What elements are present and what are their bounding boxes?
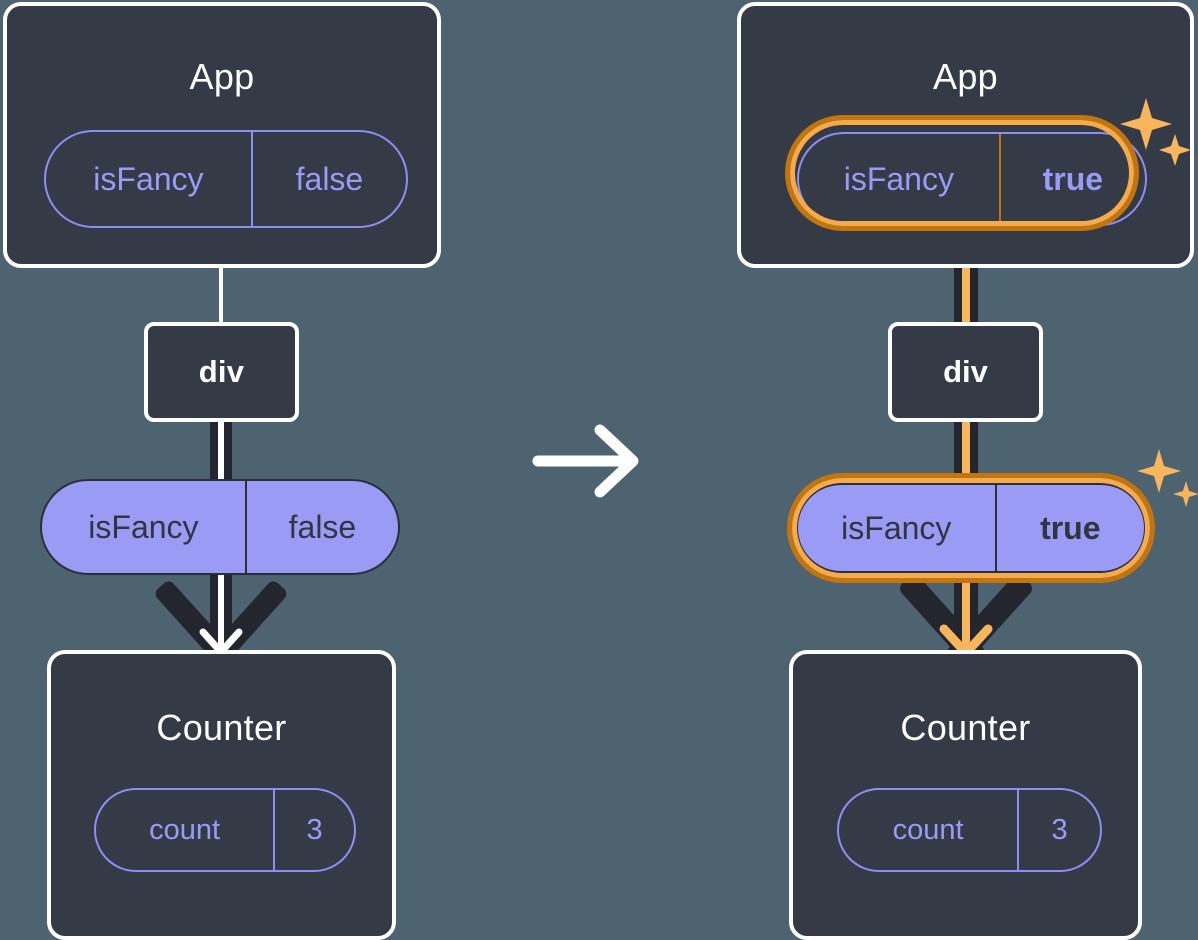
pill-divider: [244, 481, 247, 573]
connector-div-to-prop-core-before: [218, 418, 224, 484]
app-state-value-after: true: [1042, 160, 1104, 197]
app-title-after: App: [933, 56, 998, 97]
counter-title-after: Counter: [900, 707, 1031, 748]
counter-state-key-after: count: [892, 813, 964, 846]
div-element-box-before: div: [144, 322, 299, 422]
app-component-box-before: App isFancy false: [3, 2, 441, 268]
prop-value-before: false: [288, 508, 357, 545]
counter-title-before: Counter: [156, 707, 287, 748]
counter-state-pill-after: count 3: [837, 788, 1102, 872]
arrow-right-icon: [532, 424, 639, 498]
app-state-key-after: isFancy: [843, 160, 954, 197]
app-state-key-before: isFancy: [93, 160, 204, 197]
div-label-before: div: [198, 354, 245, 389]
connector-app-to-div-before: [219, 262, 223, 324]
connector-app-to-div-core-after: [962, 215, 970, 327]
prop-value-after: true: [1040, 509, 1101, 546]
prop-arrow-core-before: [218, 566, 224, 652]
counter-state-key-before: count: [149, 813, 221, 846]
pill-divider: [1017, 790, 1020, 870]
app-state-pill-before: isFancy false: [44, 130, 408, 228]
prop-key-before: isFancy: [88, 508, 199, 545]
counter-state-value-before: 3: [306, 813, 323, 846]
app-state-value-before: false: [295, 160, 364, 197]
div-label-after: div: [943, 354, 988, 389]
counter-component-box-after: Counter count 3: [789, 650, 1142, 940]
pill-divider: [273, 790, 276, 870]
connector-div-to-prop-core-after: [962, 418, 970, 484]
counter-component-box-before: Counter count 3: [47, 650, 396, 940]
prop-key-after: isFancy: [841, 509, 952, 546]
before-panel: App isFancy false div isFancy false: [0, 0, 560, 940]
counter-state-pill-before: count 3: [94, 788, 356, 872]
counter-state-value-after: 3: [1051, 813, 1068, 846]
app-state-pill-after: isFancy true: [797, 132, 1147, 226]
sparkles-icon: [1120, 98, 1190, 166]
pill-divider: [994, 485, 997, 571]
prop-pill-before: isFancy false: [40, 479, 400, 575]
pill-divider: [250, 132, 253, 226]
div-element-box-after: [888, 322, 1043, 422]
app-title-before: App: [189, 56, 255, 97]
sparkles-icon: [1137, 449, 1198, 507]
prop-pill-after: isFancy true: [796, 483, 1146, 573]
app-component-box-after: App isFancy true: [737, 2, 1194, 268]
prop-arrow-core-after: [962, 566, 970, 652]
after-panel: App isFancy true div isFancy: [700, 0, 1198, 940]
pill-divider: [998, 134, 1001, 224]
